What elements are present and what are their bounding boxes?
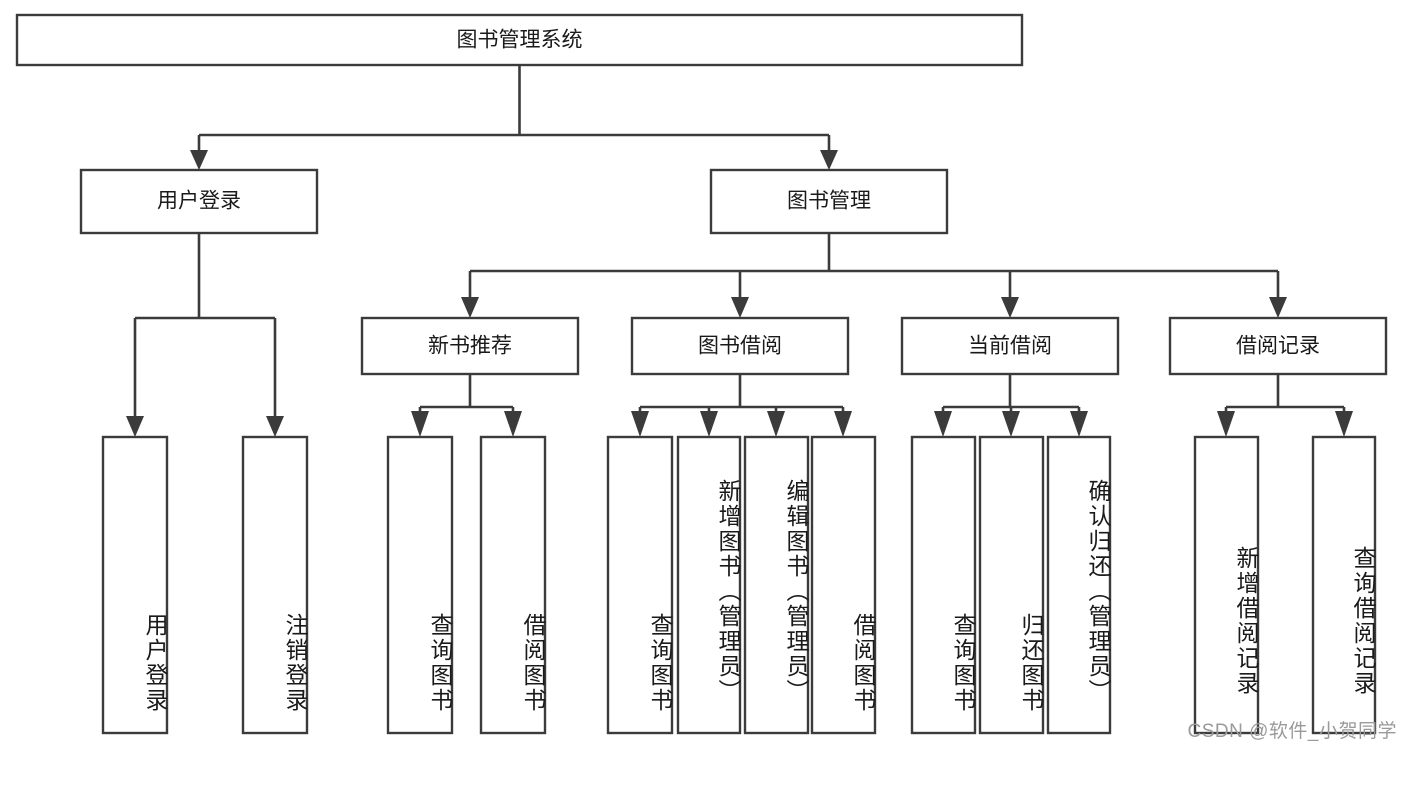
arrow-head-icon [767,411,785,437]
arrow-head-icon [1002,411,1020,437]
arrow-head-icon [631,411,649,437]
node-level3-label-3: 借阅记录 [1236,335,1320,358]
connector-group-root [190,65,838,170]
arrow-head-icon [1269,297,1287,318]
arrow-head-icon [1070,411,1088,437]
node-level2-box-1[interactable] [709,168,949,235]
arrow-head-icon [700,411,718,437]
node-leaf-box-2[interactable] [386,435,454,735]
arrow-head-icon [1217,411,1235,437]
node-leaf-box-0[interactable] [101,435,169,735]
watermark-label: CSDN @软件_小贺同学 [1187,721,1397,742]
arrow-head-icon [731,297,749,318]
node-leaf-box-1[interactable] [241,435,309,735]
node-leaf-box-9[interactable] [978,435,1045,735]
node-root-box[interactable] [15,13,1024,67]
connector-group-new-book-recommend [411,374,522,437]
node-leaf-box-11[interactable] [1193,435,1260,735]
connector-group-borrow-record [1217,374,1353,437]
node-leaf-box-12[interactable] [1311,435,1377,735]
node-leaf-box-7[interactable] [810,435,877,735]
arrow-head-icon [834,411,852,437]
arrow-head-icon [461,297,479,318]
arrow-head-icon [934,411,952,437]
node-leaf-box-5[interactable] [676,435,742,735]
arrow-head-icon [1001,297,1019,318]
arrow-head-icon [126,416,144,437]
node-leaf-box-10[interactable] [1046,435,1112,735]
node-level3-box-2[interactable] [900,316,1120,376]
connector-group-book-borrow [631,374,852,437]
node-leaf-box-6[interactable] [743,435,810,735]
arrow-head-icon [504,411,522,437]
node-level2-label-1: 图书管理 [787,190,871,213]
arrow-head-icon [266,416,284,437]
connector-group-current-borrow [934,374,1088,437]
node-root-label: 图书管理系统 [457,29,583,52]
arrow-head-icon [1335,411,1353,437]
node-level2-label-0: 用户登录 [157,190,241,213]
node-level3-box-3[interactable] [1168,316,1388,376]
arrow-head-icon [411,411,429,437]
node-level3-box-1[interactable] [630,316,850,376]
node-level3-label-2: 当前借阅 [968,335,1052,358]
arrow-head-icon [190,150,208,170]
node-level2-box-0[interactable] [79,168,319,235]
flowchart-diagram: 图书管理系统 用户登录 图书管理 新书推荐 图书借阅 当前借阅 借阅记录 用户登… [15,13,1397,742]
node-level3-box-0[interactable] [360,316,580,376]
node-level3-label-0: 新书推荐 [428,335,512,358]
connector-group-user-login [126,233,284,437]
arrow-head-icon [820,150,838,170]
node-leaf-box-8[interactable] [910,435,977,735]
connector-group-book-management [461,233,1287,318]
diagram-canvas: 图书管理系统 用户登录 图书管理 新书推荐 图书借阅 当前借阅 借阅记录 [15,13,1388,735]
node-level3-label-1: 图书借阅 [698,335,782,358]
node-leaf-box-4[interactable] [606,435,674,735]
node-leaf-box-3[interactable] [479,435,547,735]
